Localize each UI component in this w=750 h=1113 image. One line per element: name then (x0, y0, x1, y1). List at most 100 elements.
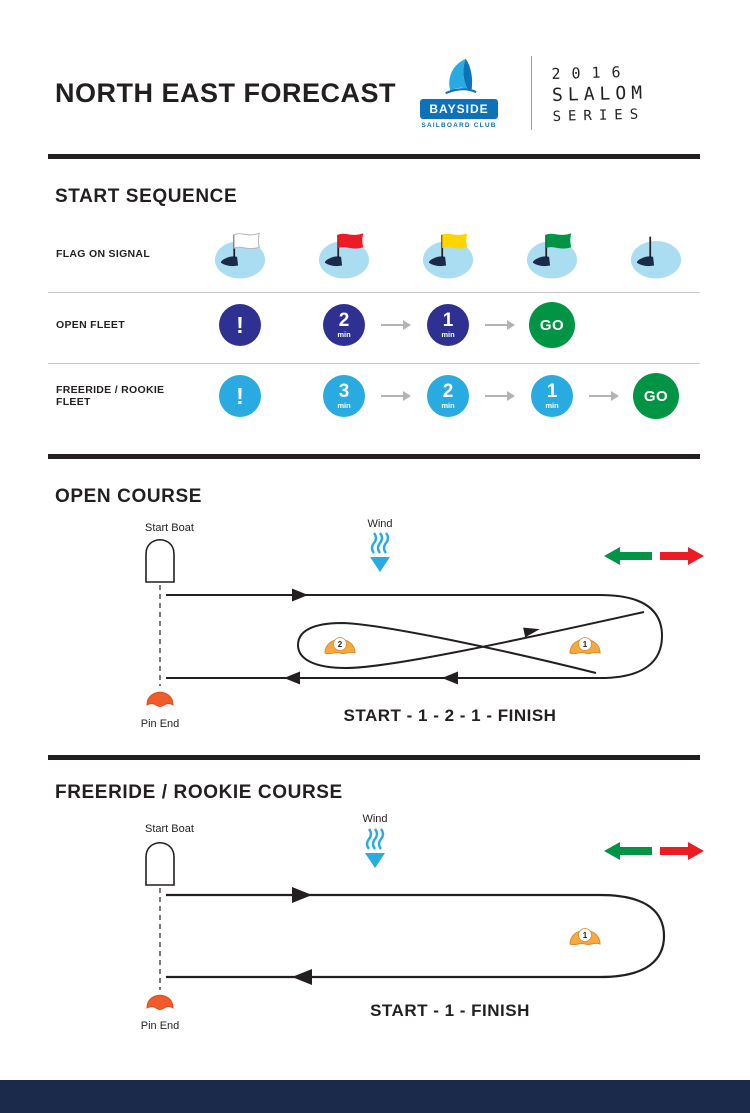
pin-end-buoy (146, 691, 174, 707)
two-min-badge: 2 min (323, 304, 365, 346)
badge-number: 3 (338, 381, 350, 403)
go-badge: GO (529, 302, 575, 348)
section-divider (48, 154, 700, 159)
freeride-fleet-cells: ! 3 min 2 min 1 min (188, 366, 708, 426)
mark-1-number: 1 (583, 931, 588, 940)
open-course-diagram: Start Boat Pin End Wind 1 (141, 518, 704, 730)
yellow-flag-icon (422, 233, 474, 279)
flag-cells (188, 224, 708, 284)
row-divider (48, 363, 700, 364)
open-course-sequence: START - 1 - 2 - 1 - FINISH (344, 706, 557, 725)
red-flag-icon (318, 233, 370, 279)
flag-shape (442, 233, 468, 249)
freeride-fleet-row: FREERIDE / ROOKIE FLEET ! 3 min 2 min (48, 364, 750, 428)
badge-unit: min (441, 401, 455, 411)
empty-cell (604, 295, 708, 355)
start-boat (145, 842, 175, 886)
wind-arrow-icon (365, 828, 385, 868)
badge-unit: min (441, 330, 455, 340)
series-handwriting: 2016 SLALOM SERIES (551, 61, 703, 125)
wind-label: Wind (362, 813, 387, 825)
course-arrowhead (292, 969, 312, 985)
page-title: NORTH EAST FORECAST (55, 77, 397, 108)
attention-badge: ! (219, 304, 261, 346)
flag-shape (338, 233, 364, 249)
step-arrow-icon (589, 391, 619, 401)
badge-unit: min (545, 401, 559, 411)
step-arrow-icon (381, 320, 411, 330)
one-min-badge: 1 min (427, 304, 469, 346)
flag-cell (292, 224, 396, 284)
step-arrow-icon (485, 320, 515, 330)
series-word: SERIES (552, 106, 646, 125)
mark-1-buoy: 1 (569, 928, 601, 946)
logo-subtitle: SAILBOARD CLUB (421, 122, 497, 129)
badge-cell: 2 min (396, 366, 500, 426)
badge-cell: GO (604, 366, 708, 426)
header-divider (531, 56, 532, 130)
badge-cell: GO (500, 295, 604, 355)
logo-wordmark: BAYSIDE (420, 99, 498, 119)
flag-cell (188, 224, 292, 284)
green-left-arrow-icon (604, 842, 652, 860)
course-arrowhead (292, 887, 312, 903)
red-right-arrow-icon (660, 842, 704, 860)
badge-text: ! (236, 311, 244, 338)
badge-cell: ! (188, 366, 292, 426)
badge-number: 2 (442, 381, 454, 403)
open-fleet-cells: ! 2 min 1 min GO (188, 295, 708, 355)
pin-end-label: Pin End (141, 718, 180, 730)
badge-unit: min (337, 330, 351, 340)
badge-text: ! (236, 382, 244, 409)
course-inner-path (296, 611, 645, 674)
course-path (166, 893, 666, 979)
course-arrowhead (284, 671, 300, 685)
section-divider (48, 755, 700, 760)
freeride-course-heading: FREERIDE / ROOKIE COURSE (55, 782, 343, 803)
flag-cell (396, 224, 500, 284)
wind-arrow-icon (370, 532, 390, 572)
section-divider (48, 454, 700, 459)
open-fleet-row: OPEN FLEET ! 2 min 1 min (48, 293, 750, 357)
open-course-heading: OPEN COURSE (55, 486, 203, 507)
badge-cell: 3 min (292, 366, 396, 426)
flag-cell (500, 224, 604, 284)
course-arrowhead (442, 671, 458, 685)
series-name: SLALOM (551, 82, 648, 106)
badge-number: 1 (546, 381, 558, 403)
one-min-badge: 1 min (531, 375, 573, 417)
mark-1-number: 1 (583, 640, 588, 649)
mark-2-number: 2 (338, 640, 343, 649)
mark-1-buoy: 1 (569, 637, 601, 655)
attention-badge: ! (219, 375, 261, 417)
two-min-badge: 2 min (427, 375, 469, 417)
start-sequence-heading: START SEQUENCE (55, 186, 238, 207)
mark-2-buoy: 2 (324, 637, 356, 655)
course-arrowhead (523, 627, 540, 638)
open-fleet-label: OPEN FLEET (56, 319, 125, 331)
badge-unit: min (337, 401, 351, 411)
pin-end-buoy (146, 994, 174, 1010)
three-min-badge: 3 min (323, 375, 365, 417)
course-arrowhead (292, 588, 308, 602)
badge-cell: 2 min (292, 295, 396, 355)
badge-cell: 1 min (500, 366, 604, 426)
series-year: 2016 (551, 62, 632, 83)
step-arrow-icon (485, 391, 515, 401)
flag-row-label: FLAG ON SIGNAL (56, 248, 151, 260)
badge-text: GO (539, 316, 565, 334)
badge-cell: 1 min (396, 295, 500, 355)
start-boat (145, 539, 175, 583)
freeride-course-sequence: START - 1 - FINISH (370, 1001, 530, 1020)
header: NORTH EAST FORECAST BAYSIDE SAILBOARD CL… (0, 0, 750, 130)
no-flag-icon (630, 236, 682, 279)
badge-cell: ! (188, 295, 292, 355)
flag-shape (233, 232, 260, 250)
freeride-fleet-label: FREERIDE / ROOKIE FLEET (56, 384, 165, 408)
flag-cell (604, 224, 708, 284)
badge-text: GO (643, 387, 669, 405)
green-left-arrow-icon (604, 547, 652, 565)
badge-number: 2 (338, 310, 350, 332)
flag-shape (546, 233, 572, 249)
